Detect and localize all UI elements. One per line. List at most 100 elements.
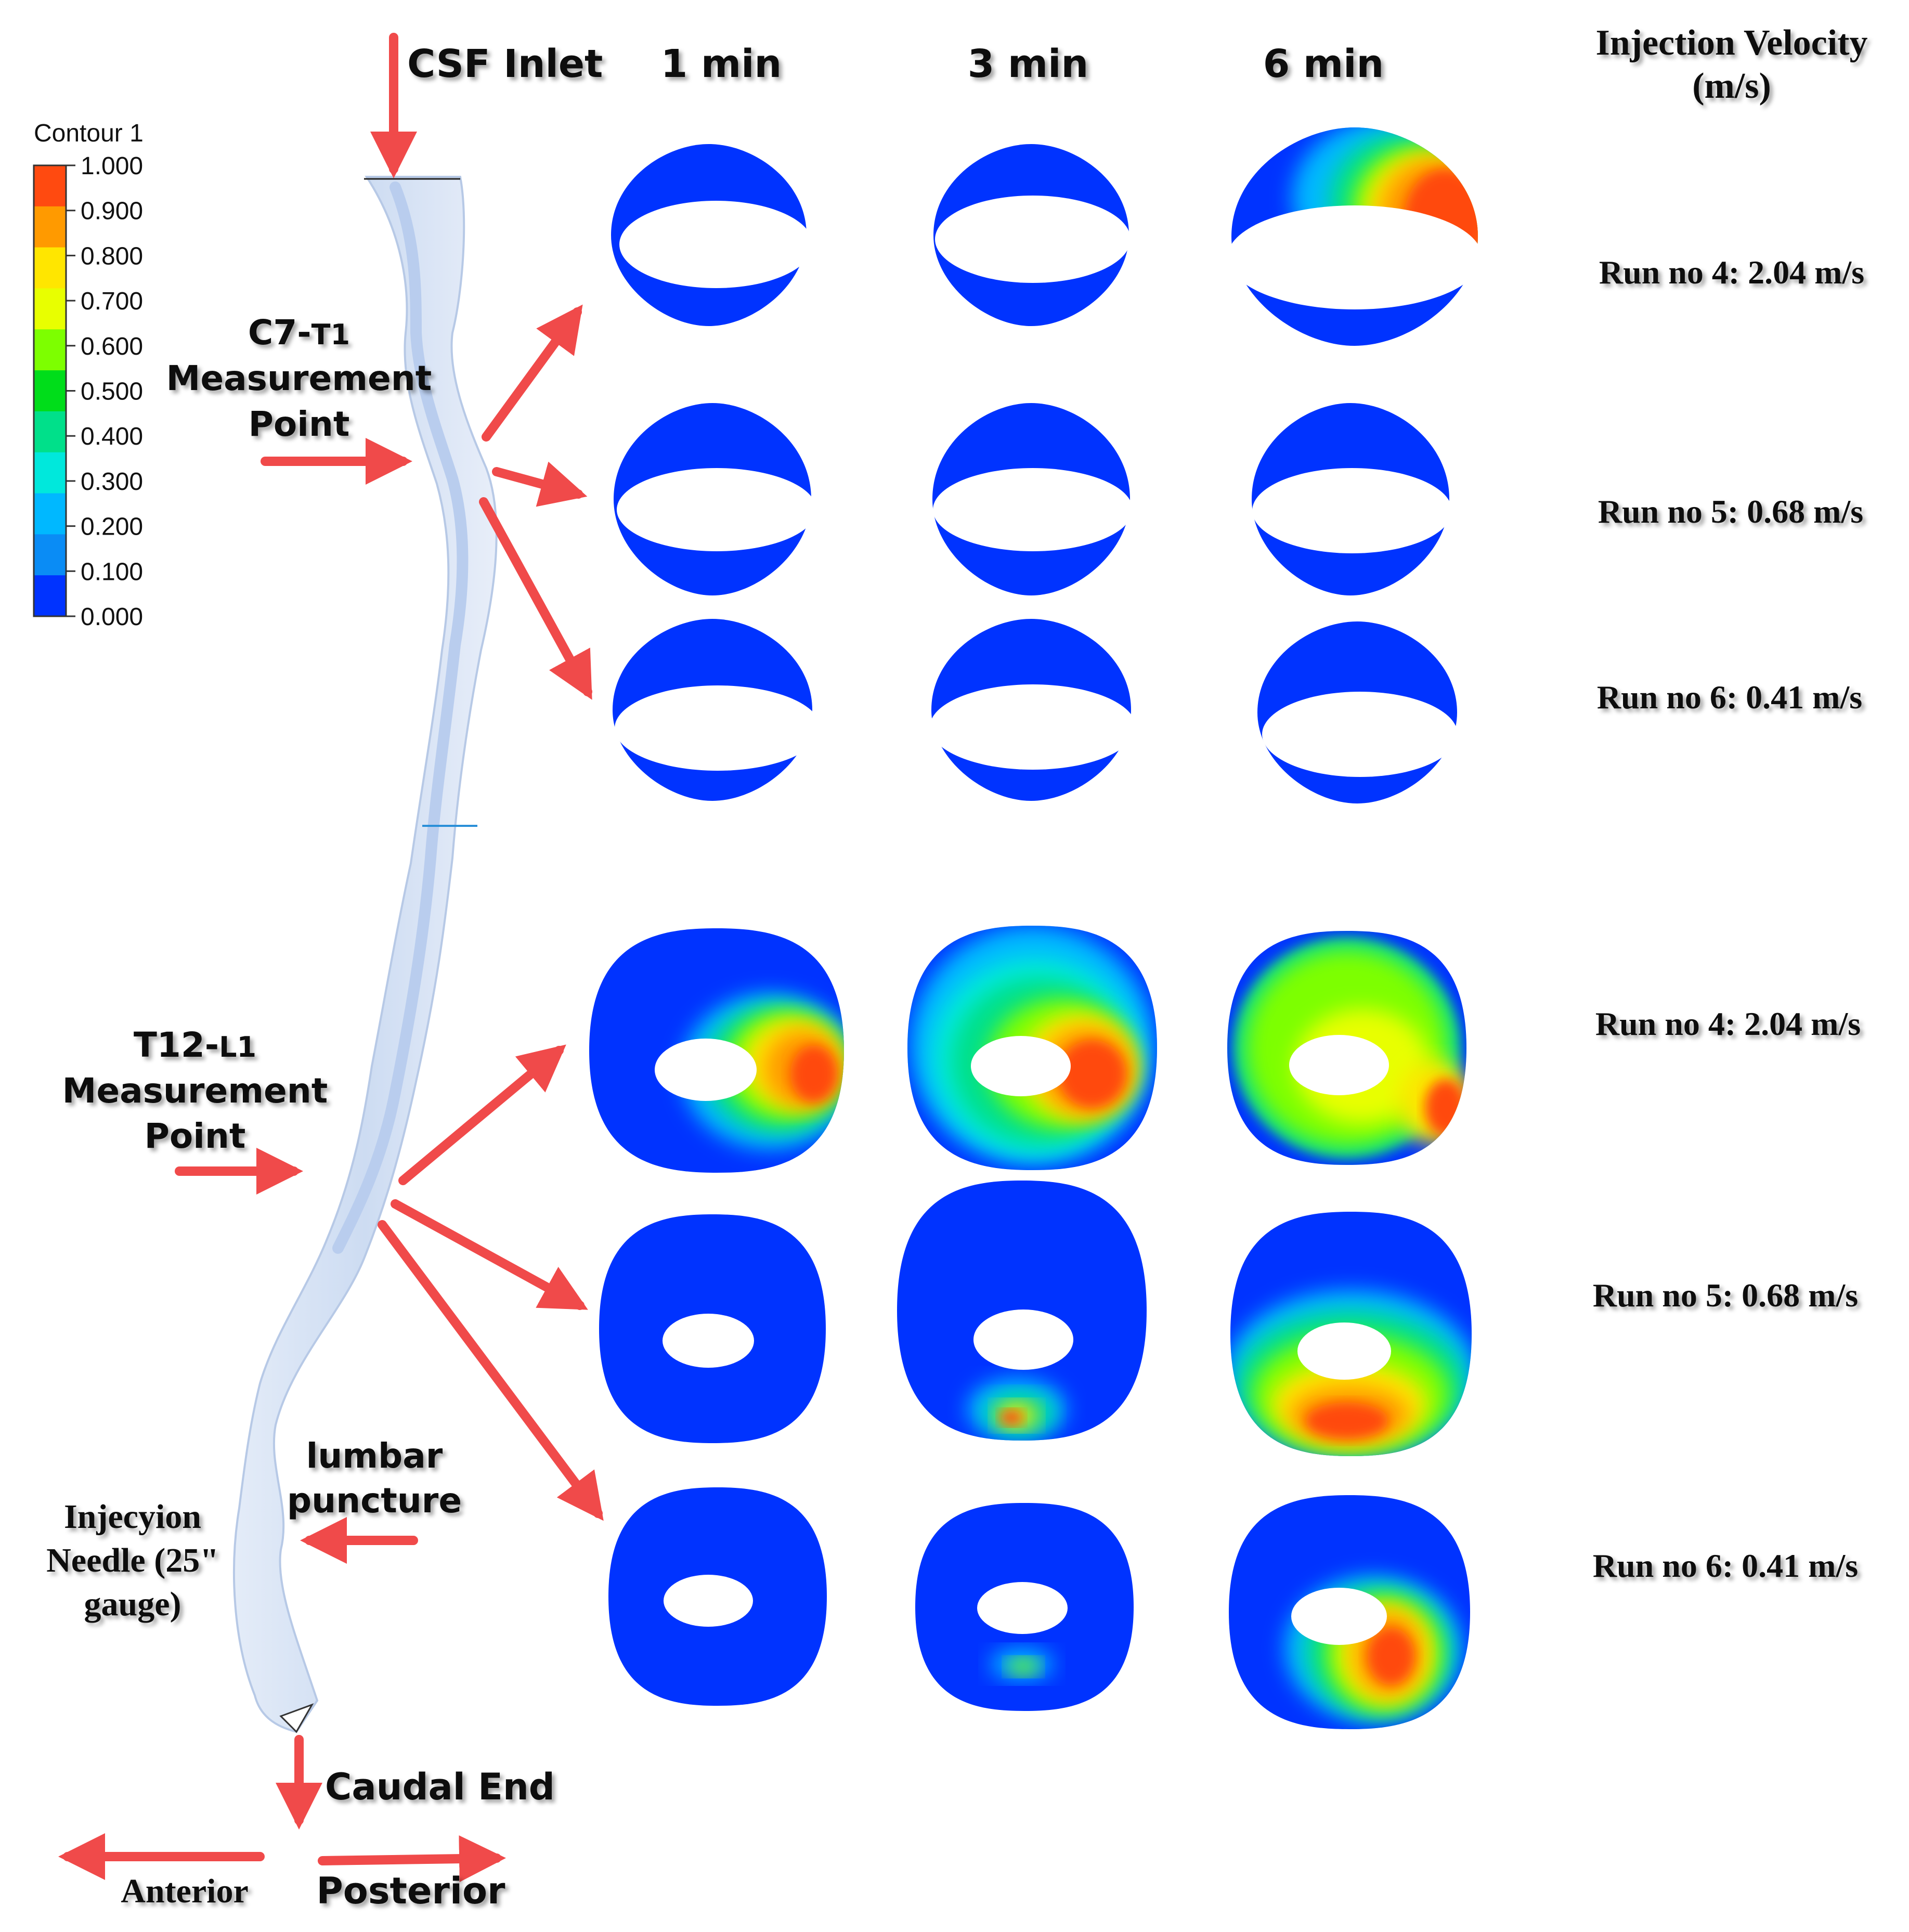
contour-section — [608, 1487, 827, 1706]
contour-section — [1229, 1495, 1470, 1729]
contour-section — [1227, 127, 1482, 346]
contour-section — [614, 403, 816, 595]
anterior-label: Anterior — [121, 1872, 249, 1910]
t12-sub: L1 — [219, 1031, 256, 1064]
needle-label-line1: Injecyion — [64, 1498, 201, 1536]
section-hole — [619, 201, 813, 288]
contour-section — [897, 1181, 1147, 1441]
red-arrow — [318, 1835, 506, 1883]
contour-section — [915, 1503, 1134, 1711]
legend-swatch — [34, 247, 66, 289]
caudal-end-label: Caudal End — [325, 1766, 555, 1808]
contour-section — [599, 1214, 826, 1443]
needle-label-line2: Needle (25" — [46, 1541, 219, 1579]
legend-tick-label: 1.000 — [81, 152, 143, 180]
legend-ticks: 1.0000.9000.8000.7000.6000.5000.4000.300… — [66, 152, 143, 631]
legend-swatch — [34, 452, 66, 494]
section-hole — [977, 1582, 1068, 1634]
contour-section — [613, 619, 821, 801]
c7-main: C7- — [248, 313, 311, 353]
section-hole — [615, 685, 821, 771]
section-hotspots — [681, 993, 844, 1149]
time-1min-label: 1 min — [661, 42, 782, 86]
contour-section — [611, 144, 813, 326]
run-label-lower-3: Run no 6: 0.41 m/s — [1593, 1547, 1858, 1584]
section-hole — [930, 684, 1136, 770]
legend-tick-label: 0.700 — [81, 288, 143, 315]
run-label-upper-1: Run no 4: 2.04 m/s — [1599, 254, 1864, 291]
section-hole — [971, 1036, 1071, 1096]
run-label-upper-2: Run no 5: 0.68 m/s — [1598, 493, 1863, 530]
time-3min-label: 3 min — [968, 42, 1088, 86]
lumbar-label-line2: puncture — [287, 1481, 462, 1521]
run-label-upper-3: Run no 6: 0.41 m/s — [1597, 679, 1862, 716]
contour-section — [1252, 403, 1452, 595]
legend-swatch — [34, 493, 66, 535]
velocity-title-line1: Injection Velocity — [1595, 23, 1867, 63]
legend-tick-label: 0.600 — [81, 333, 143, 360]
section-hole — [1252, 468, 1452, 553]
red-arrow — [482, 304, 583, 442]
red-arrow — [398, 1044, 566, 1185]
legend-tick-label: 0.200 — [81, 513, 143, 541]
contour-sections — [589, 127, 1482, 1729]
c7-measurement-label: Measurement — [166, 358, 432, 398]
red-arrow — [378, 1220, 604, 1521]
concentration-spot — [790, 1045, 837, 1103]
section-hole — [663, 1314, 754, 1368]
legend-tick-label: 0.400 — [81, 423, 143, 450]
contour-section — [907, 926, 1157, 1170]
time-6min-label: 6 min — [1263, 42, 1384, 86]
section-hole — [655, 1039, 757, 1101]
section-hotspots — [967, 1378, 1066, 1441]
concentration-spot — [1058, 1040, 1126, 1108]
concentration-spot — [1008, 1658, 1039, 1675]
needle-label-line3: gauge) — [84, 1585, 181, 1623]
spinal-cord — [332, 181, 469, 1254]
caudal-end-cap — [279, 1703, 314, 1733]
legend-tick-label: 0.900 — [81, 198, 143, 225]
legend-swatch — [34, 534, 66, 576]
spinal-canal — [233, 176, 498, 1733]
t12-l1-label: T12-L1 — [134, 1025, 256, 1065]
red-arrow — [391, 1199, 588, 1310]
csf-inlet-label: CSF Inlet — [407, 42, 603, 86]
legend-swatch — [34, 165, 66, 207]
contour-section — [932, 403, 1133, 595]
concentration-spot — [1368, 1628, 1414, 1685]
run-label-lower-1: Run no 4: 2.04 m/s — [1595, 1005, 1861, 1042]
velocity-title-line2: (m/s) — [1692, 66, 1771, 106]
contour-section — [1230, 1212, 1472, 1456]
concentration-spot — [1425, 1079, 1466, 1136]
legend-tick-label: 0.500 — [81, 378, 143, 406]
c7-sub: T1 — [311, 318, 350, 351]
t12-main: T12- — [134, 1025, 219, 1065]
red-arrow — [479, 497, 592, 700]
annotation-arrows — [58, 33, 604, 1883]
concentration-spot — [1305, 1403, 1388, 1439]
color-legend: Contour 1 1.0000.9000.8000.7000.6000.500… — [33, 120, 144, 631]
section-hole — [1291, 1588, 1387, 1645]
section-hole — [1262, 692, 1458, 777]
spine-outer — [233, 176, 498, 1733]
section-hole — [973, 1309, 1073, 1370]
section-hole — [617, 468, 816, 551]
c7-point-label: Point — [249, 404, 350, 444]
legend-swatch — [34, 575, 66, 617]
section-hole — [933, 468, 1133, 551]
legend-swatch — [34, 206, 66, 248]
t12-measurement-label: Measurement — [62, 1071, 328, 1111]
legend-swatch — [34, 370, 66, 412]
legend-swatch — [34, 329, 66, 371]
c7-t1-label: C7-T1 — [248, 313, 350, 353]
concentration-spot — [1000, 1410, 1023, 1425]
contour-section — [930, 619, 1136, 801]
contour-section — [1227, 931, 1466, 1165]
legend-tick-label: 0.000 — [81, 603, 143, 631]
section-hole — [935, 196, 1131, 283]
run-label-lower-2: Run no 5: 0.68 m/s — [1593, 1277, 1858, 1314]
section-hole — [1227, 205, 1482, 309]
contour-section — [933, 144, 1131, 326]
posterior-label: Posterior — [316, 1870, 505, 1912]
t12-point-label: Point — [145, 1116, 246, 1156]
